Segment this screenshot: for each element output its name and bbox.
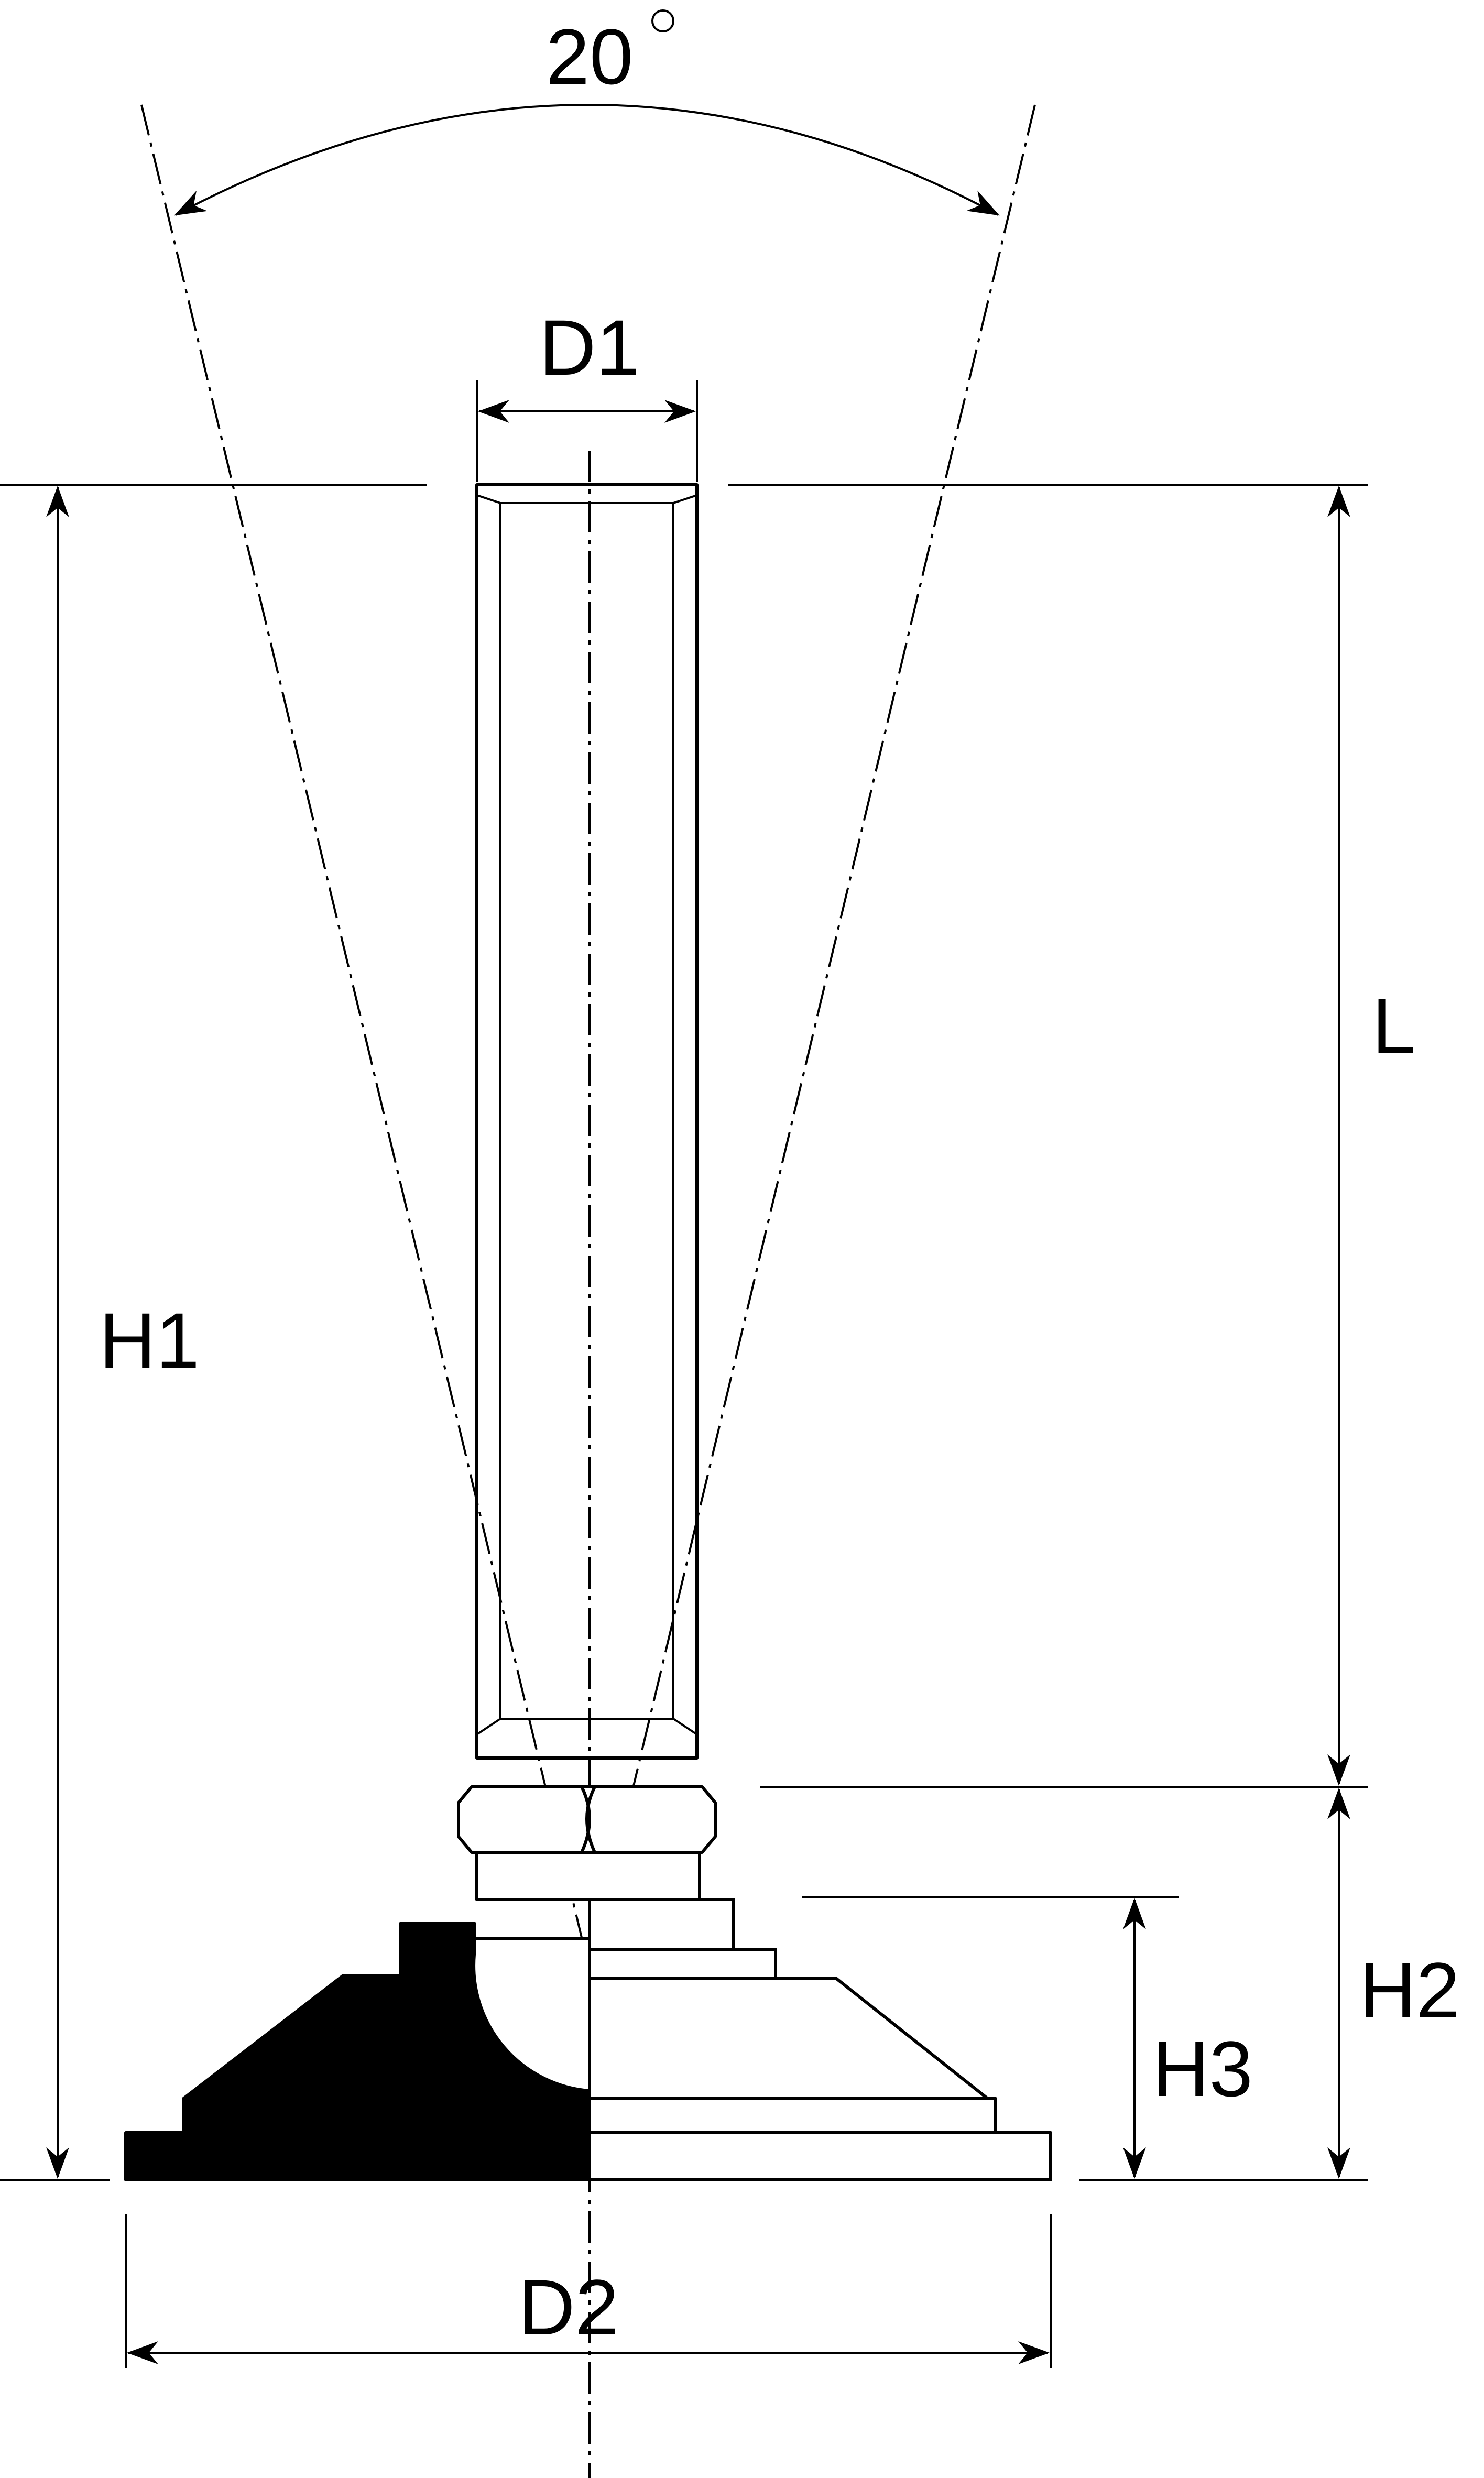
dimension-labels: D1 L H1 H2 H3 D2 bbox=[99, 303, 1460, 2351]
angle-dimension: 20 bbox=[140, 9, 1036, 1971]
tilt-line-right bbox=[588, 104, 1036, 1971]
label-h3: H3 bbox=[1152, 2025, 1253, 2113]
angle-arc bbox=[174, 104, 1000, 216]
degree-symbol bbox=[651, 9, 674, 32]
base-outline-right bbox=[588, 1898, 1052, 2181]
extension-lines bbox=[0, 380, 1368, 2368]
threaded-stud bbox=[475, 483, 699, 1760]
tilt-line-left bbox=[140, 104, 591, 1971]
label-d2: D2 bbox=[518, 2263, 619, 2351]
base-cone bbox=[588, 1977, 997, 2134]
base-section-solid bbox=[124, 1922, 591, 2181]
dimension-lines bbox=[46, 400, 1350, 2364]
label-l: L bbox=[1372, 982, 1415, 1070]
label-h1: H1 bbox=[99, 1296, 200, 1384]
stud-neck bbox=[475, 1851, 701, 1901]
label-h2: H2 bbox=[1359, 1946, 1460, 2034]
hex-nut-faces bbox=[580, 1786, 596, 1853]
label-d1: D1 bbox=[539, 303, 640, 391]
angle-label: 20 bbox=[546, 13, 634, 101]
ball-joint bbox=[472, 1937, 591, 2092]
base-step-top bbox=[588, 1898, 735, 1951]
stud-chamfer-left bbox=[476, 494, 501, 504]
stud-outline bbox=[475, 483, 699, 1760]
thread-runout bbox=[476, 1718, 698, 1735]
base-step-mid bbox=[588, 1948, 777, 1980]
base-pad bbox=[588, 2131, 1052, 2181]
hex-nut bbox=[457, 1785, 717, 1854]
stud-chamfer-right bbox=[673, 494, 697, 504]
